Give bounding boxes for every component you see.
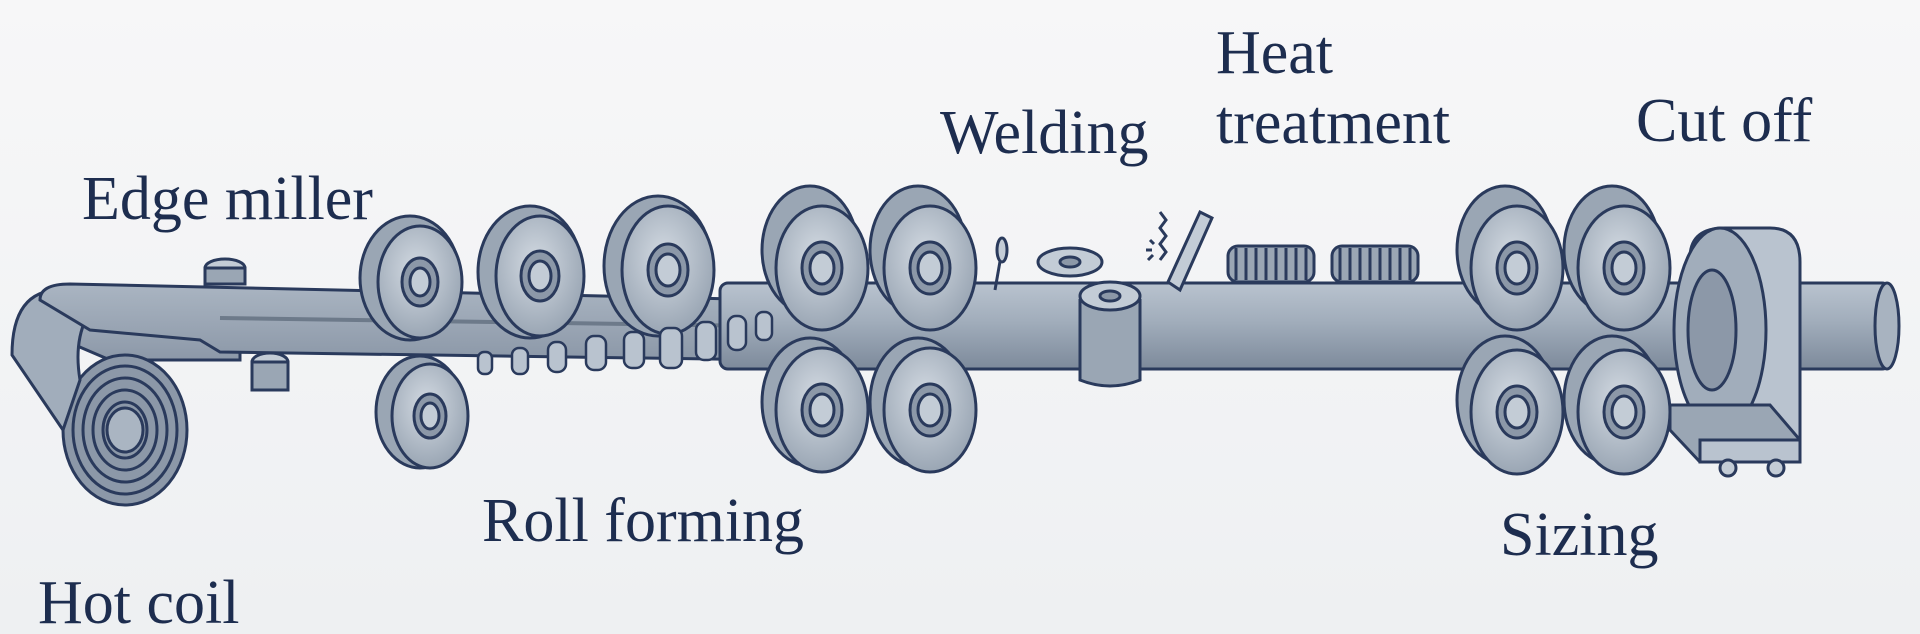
welding-station [993, 209, 1214, 388]
heat-treatment-coils [1226, 244, 1420, 284]
edge-miller-label: Edge miller [82, 165, 373, 233]
forming-fin-rolls [476, 310, 774, 376]
roll-forming-lower [374, 336, 978, 474]
cut-off-label: Cut off [1636, 87, 1813, 155]
sizing-rolls [1455, 184, 1672, 476]
hot-coil-label: Hot coil [38, 569, 240, 634]
hot-coil [10, 288, 242, 507]
sizing-label: Sizing [1500, 501, 1659, 569]
roll-forming-upper [358, 184, 978, 342]
welding-label: Welding [940, 99, 1149, 167]
cut-off-machine [1668, 226, 1802, 478]
edge-miller-cutters [203, 257, 290, 392]
roll-forming-label: Roll forming [482, 487, 805, 555]
heat-treatment-label: Heat treatment [1216, 19, 1451, 157]
